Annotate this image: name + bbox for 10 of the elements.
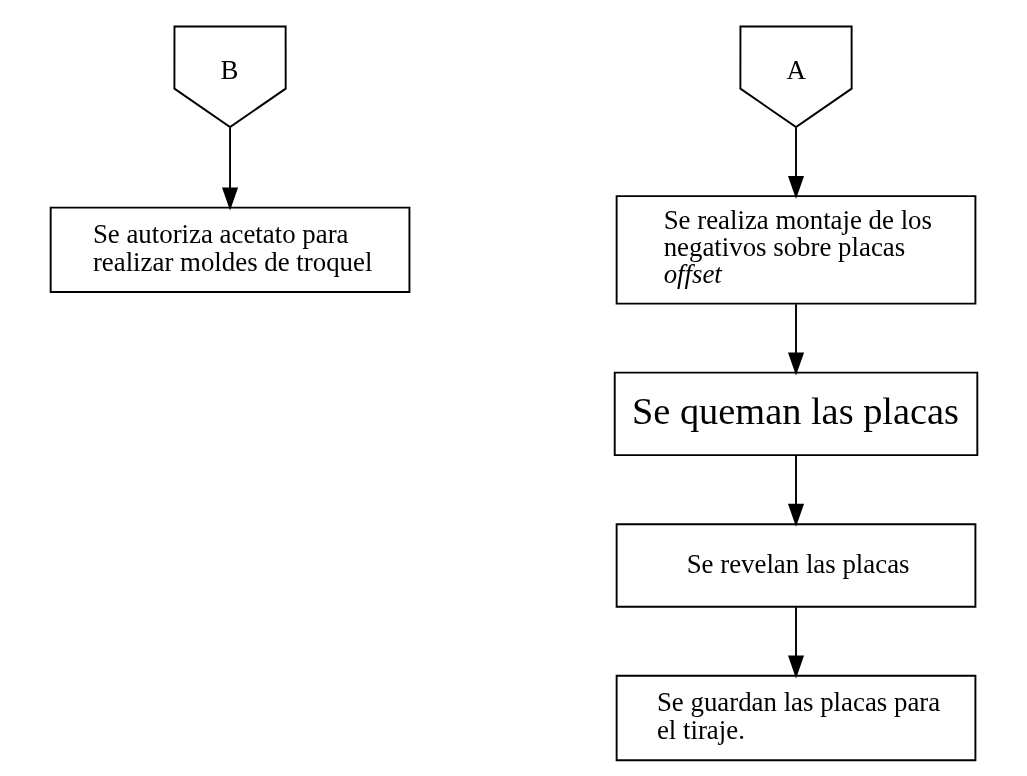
arrow — [787, 454, 804, 527]
arrow — [787, 126, 804, 199]
arrow — [221, 126, 238, 211]
node-box: Se realiza montaje de los negativos sobre placas offset — [615, 195, 976, 305]
node-box: Se revelan las placas — [615, 523, 976, 608]
node-box: Se queman las placas — [613, 371, 978, 457]
arrow — [787, 303, 804, 376]
arrow — [787, 606, 804, 679]
node-box: Se guardan las placas para el tiraje. — [615, 674, 976, 762]
node-box: Se autoriza acetato para realizar moldes de troquel — [49, 206, 410, 294]
